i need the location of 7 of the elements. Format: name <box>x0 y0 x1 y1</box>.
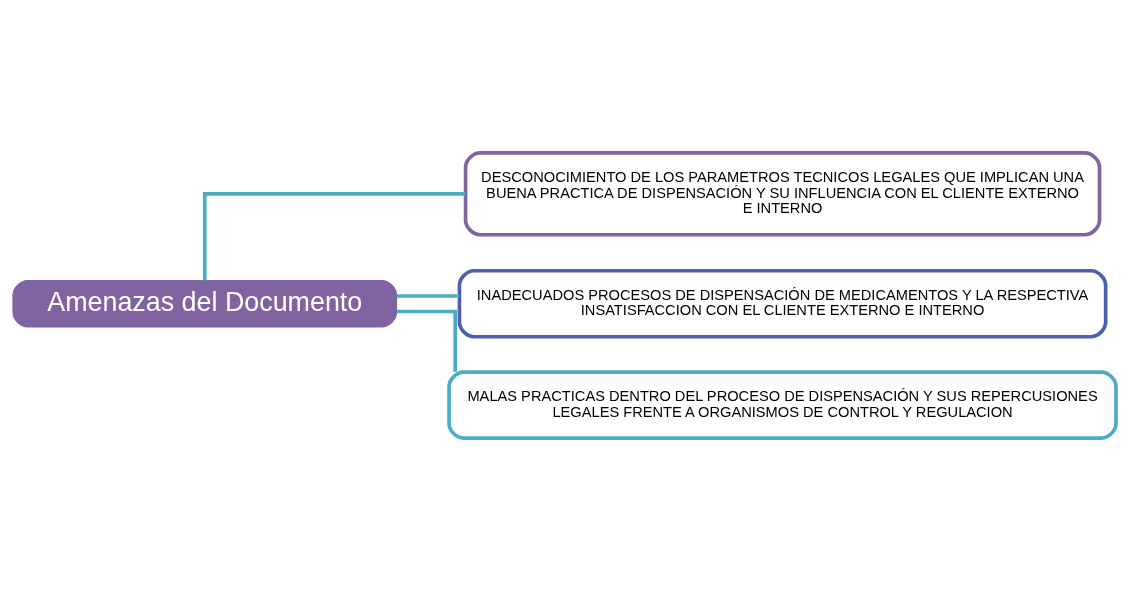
node-box: INADECUADOS PROCESOS DE DISPENSACIÓN DE MEDICAMENTOS Y LA RESPECTIVA INSATISFACCION CON EL CLIENTE EXTERNO E INTERNO <box>457 268 1108 339</box>
node-box: DESCONOCIMIENTO DE LOS PARAMETROS TECNICOS LEGALES QUE IMPLICAN UNA BUENA PRACTICA DE DISPENSACIÓN Y SU INFLUENCIA CON EL CLIENTE EXTERNO E INTERNO <box>463 150 1102 237</box>
connector <box>396 293 459 298</box>
node-box: Amenazas del Documento <box>12 279 398 328</box>
node-box: MALAS PRACTICAS DENTRO DEL PROCESO DE DISPENSACIÓN Y SUS REPERCUSIONES LEGALES FRENTE A ORGANISMOS DE CONTROL Y REGULACION <box>447 369 1118 440</box>
connector <box>396 309 457 372</box>
connector <box>202 191 466 280</box>
